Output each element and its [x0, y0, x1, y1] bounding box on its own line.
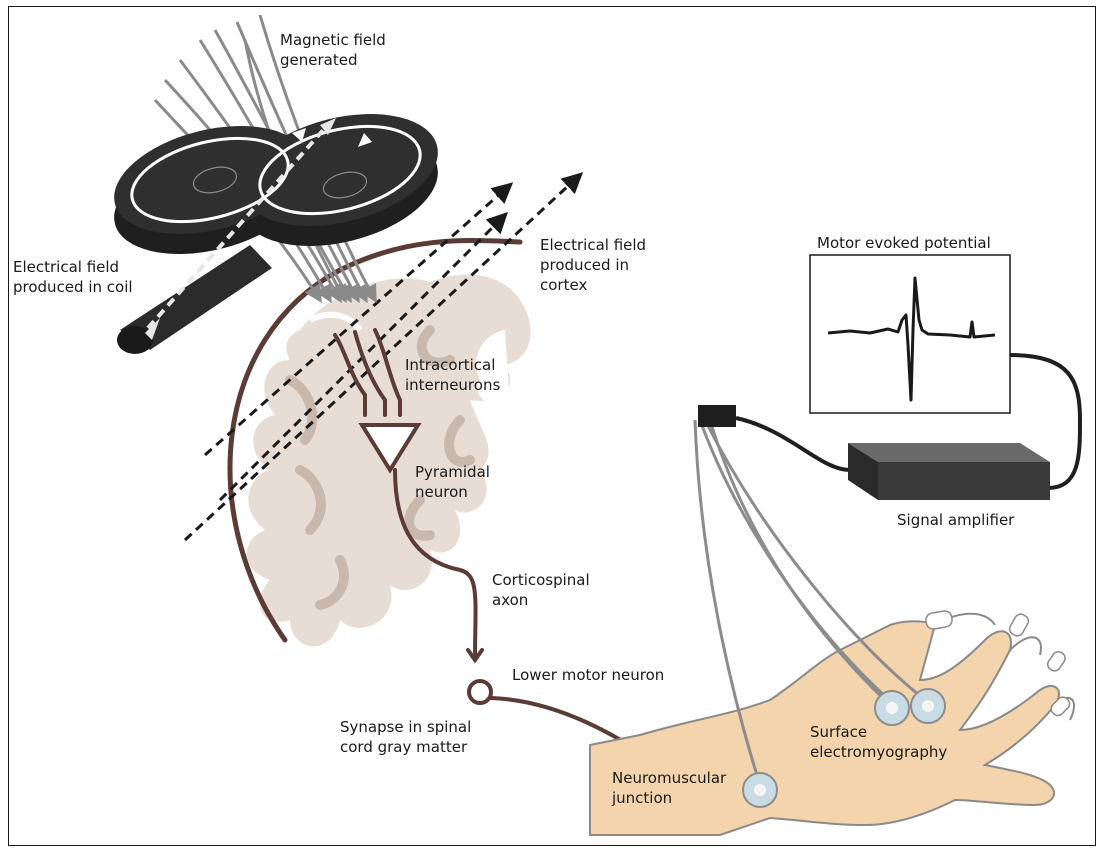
electrical-field-cortex-label: Electrical field produced in cortex [540, 235, 646, 295]
mep-label: Motor evoked potential [817, 233, 991, 253]
neuromuscular-label: Neuromuscular junction [612, 768, 726, 808]
intracortical-label: Intracortical interneurons [405, 355, 500, 395]
signal-amplifier-box [848, 443, 1050, 500]
synapse-label: Synapse in spinal cord gray matter [340, 717, 471, 757]
electrical-field-coil-label: Electrical field produced in coil [13, 257, 133, 297]
amplifier-label: Signal amplifier [897, 510, 1014, 530]
lower-motor-neuron-label: Lower motor neuron [512, 665, 664, 685]
pyramidal-label: Pyramidal neuron [415, 462, 490, 502]
magnetic-field-label: Magnetic field generated [280, 30, 386, 70]
surface-emg-label: Surface electromyography [810, 722, 947, 762]
corticospinal-label: Corticospinal axon [492, 570, 590, 610]
